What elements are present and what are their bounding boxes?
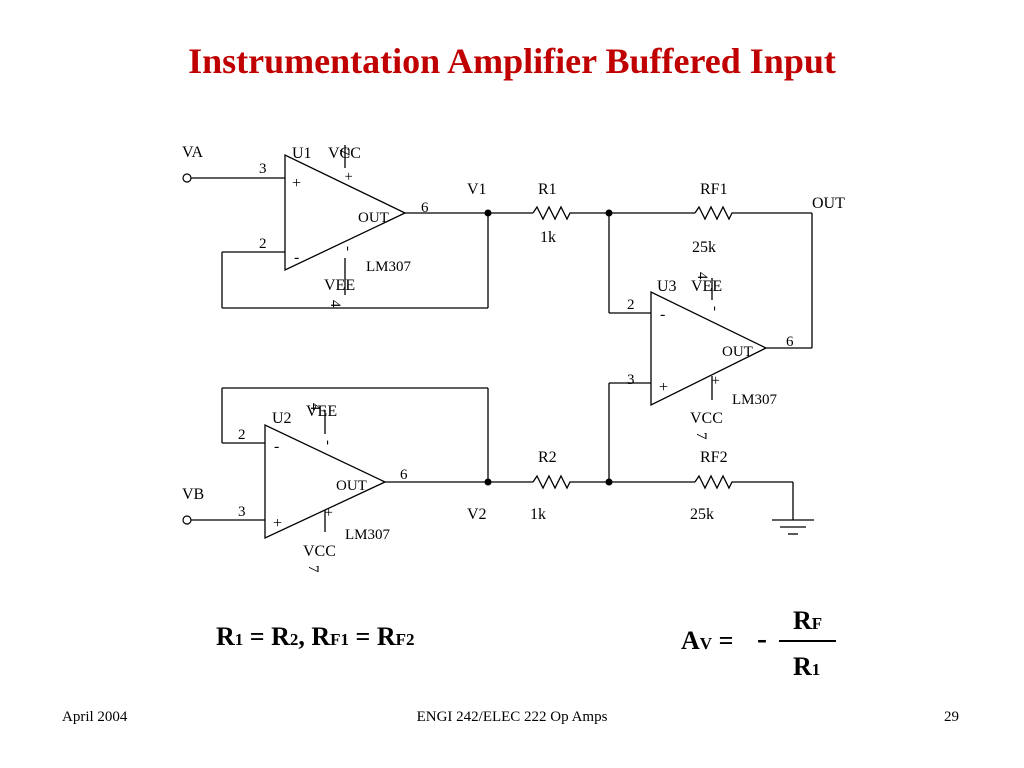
u2-out-label: OUT xyxy=(336,478,367,494)
u2-vee-pin: 4 xyxy=(307,403,323,411)
r1-name: R1 xyxy=(538,181,557,198)
u2-vee-label: VEE xyxy=(306,403,337,420)
footer-date: April 2004 xyxy=(62,709,128,725)
u1-plus-tick: + xyxy=(340,172,356,180)
u1-name: U1 xyxy=(292,145,312,162)
gain-equation-lhs: AV = xyxy=(681,626,734,655)
gain-denominator: R1 xyxy=(793,652,821,681)
r2-value: 1k xyxy=(530,506,546,523)
r1-value: 1k xyxy=(540,229,556,246)
rf2-value: 25k xyxy=(690,506,714,523)
u1-vcc-label: VCC xyxy=(328,145,361,162)
u2-plus-sign: + xyxy=(273,515,282,532)
u3-out-label: OUT xyxy=(722,344,753,360)
r2-name: R2 xyxy=(538,449,557,466)
rf2-name: RF2 xyxy=(700,449,728,466)
u1-minus-sign: - xyxy=(294,249,299,266)
u2-name: U2 xyxy=(272,410,292,427)
u2-vcc-label: VCC xyxy=(303,543,336,560)
u2-pin3: 3 xyxy=(238,504,246,520)
u3-vcc-pin: 7 xyxy=(693,432,709,440)
u1-plus-sign: + xyxy=(292,175,301,192)
u1-model: LM307 xyxy=(366,259,412,275)
u2-model: LM307 xyxy=(345,527,391,543)
footer-page-number: 29 xyxy=(944,709,959,725)
u3-minus-sign: - xyxy=(660,306,665,323)
u1-minus-tick: - xyxy=(340,246,356,251)
u1-vee-label: VEE xyxy=(324,277,355,294)
u2-plus-tick: + xyxy=(320,508,336,516)
opamp-u3: 4 7 - + - + U3 VEE VCC OUT LM307 2 3 6 xyxy=(627,272,794,440)
out-label: OUT xyxy=(812,195,845,212)
slide-title: Instrumentation Amplifier Buffered Input xyxy=(188,41,836,81)
rf1-name: RF1 xyxy=(700,181,728,198)
u3-pin3: 3 xyxy=(627,372,635,388)
u3-pin6: 6 xyxy=(786,334,794,350)
u1-pin2: 2 xyxy=(259,236,267,252)
u2-minus-sign: - xyxy=(274,438,279,455)
resistor-rf1: RF1 25k xyxy=(609,181,812,256)
u3-model: LM307 xyxy=(732,392,778,408)
u2-pin6: 6 xyxy=(400,467,408,483)
u1-vee-pin: 4 xyxy=(327,300,343,308)
gain-numerator: RF xyxy=(793,606,823,635)
resistor-r2: R2 1k xyxy=(530,449,609,523)
vb-label: VB xyxy=(182,486,204,503)
v1-label: V1 xyxy=(467,181,487,198)
u1-vcc-pin: 7 xyxy=(336,148,352,156)
u3-plus-sign: + xyxy=(659,379,668,396)
u1-pin3: 3 xyxy=(259,161,267,177)
resistor-rf2: RF2 25k xyxy=(609,449,793,523)
u3-vee-pin: 4 xyxy=(694,272,710,280)
u1-pin6: 6 xyxy=(421,200,429,216)
gain-equation-minus: - xyxy=(757,622,767,655)
opamp-u1: 7 4 + - + - U1 VCC VEE OUT LM307 3 2 6 V… xyxy=(182,144,533,309)
resistor-r1: R1 1k xyxy=(532,181,609,246)
v2-label: V2 xyxy=(467,506,487,523)
u2-vcc-pin: 7 xyxy=(305,565,321,573)
u3-vee-label: VEE xyxy=(691,278,722,295)
u2-pin2: 2 xyxy=(238,427,246,443)
u2-minus-tick: - xyxy=(320,440,336,445)
opamp-u2: 4 7 - + - + U2 VEE VCC OUT LM307 2 3 6 V… xyxy=(182,387,533,573)
ground-symbol xyxy=(772,482,814,535)
u1-out-label: OUT xyxy=(358,210,389,226)
rf1-value: 25k xyxy=(692,239,716,256)
fraction-bar xyxy=(779,640,836,642)
u3-name: U3 xyxy=(657,278,677,295)
va-label: VA xyxy=(182,144,203,161)
u3-vcc-label: VCC xyxy=(690,410,723,427)
u3-minus-tick: - xyxy=(707,306,723,311)
u3-plus-tick: + xyxy=(707,376,723,384)
u3-pin2: 2 xyxy=(627,297,635,313)
footer-course: ENGI 242/ELEC 222 Op Amps xyxy=(416,709,608,725)
resistor-equality-equation: R1 = R2, RF1 = RF2 xyxy=(216,622,415,651)
